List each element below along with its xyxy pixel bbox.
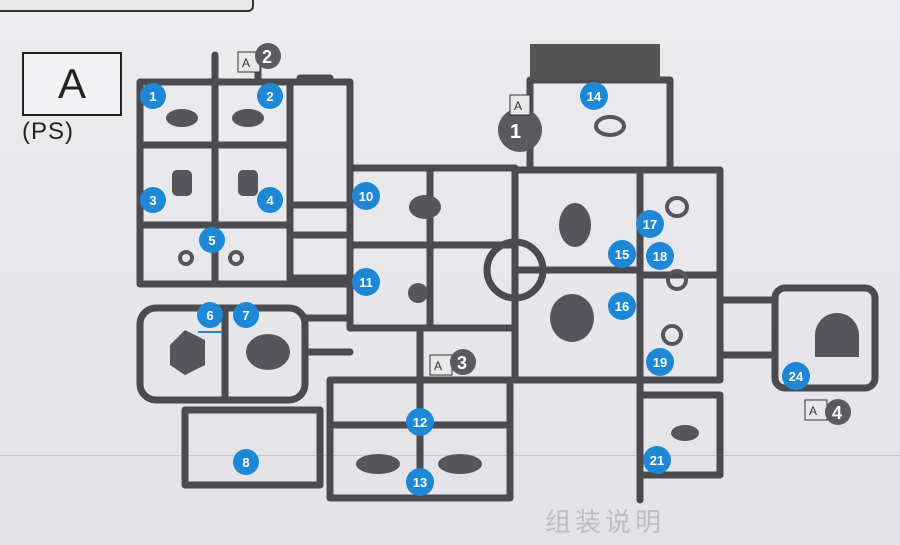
svg-text:7: 7 (242, 308, 249, 323)
part-shape-5a (178, 250, 194, 266)
part-shape-17 (665, 196, 689, 218)
part-shape-6 (170, 330, 205, 375)
callout-7: 7 (233, 302, 259, 328)
svg-text:10: 10 (359, 189, 373, 204)
svg-text:4: 4 (266, 193, 274, 208)
svg-text:16: 16 (615, 299, 629, 314)
part-shape-5b (228, 250, 244, 266)
svg-text:2: 2 (266, 89, 273, 104)
svg-text:21: 21 (650, 453, 664, 468)
callout-8: 8 (233, 449, 259, 475)
frame-part-8 (181, 406, 324, 489)
part-shape-21 (671, 425, 699, 441)
ring-parts (178, 115, 689, 346)
runner-header-block (530, 44, 660, 80)
part-shape-13a (356, 454, 400, 474)
svg-text:17: 17 (643, 217, 657, 232)
callout-6: 6 (197, 302, 223, 333)
svg-text:A: A (242, 56, 250, 70)
svg-text:8: 8 (242, 455, 249, 470)
callout-1: 1 (140, 83, 166, 109)
part-callouts: 1 2 3 4 5 6 7 8 10 11 12 13 14 15 16 17 … (140, 82, 810, 496)
part-shape-7 (246, 334, 290, 370)
svg-text:19: 19 (653, 355, 667, 370)
svg-text:A: A (514, 99, 522, 113)
svg-text:A: A (809, 404, 817, 418)
callout-3: 3 (140, 187, 166, 213)
svg-text:12: 12 (413, 415, 427, 430)
part-shape-14 (594, 115, 626, 137)
svg-text:1: 1 (510, 121, 521, 143)
part-shape-18 (666, 269, 688, 291)
part-shape-13b (438, 454, 482, 474)
gate-tag-a2: A 2 (237, 43, 281, 73)
callout-15: 15 (608, 240, 636, 268)
part-shape-15 (559, 203, 591, 247)
callout-4: 4 (257, 187, 283, 213)
callout-21: 21 (643, 446, 671, 474)
callout-12: 12 (406, 408, 434, 436)
svg-text:6: 6 (206, 308, 213, 323)
part-shape-10 (409, 195, 441, 219)
svg-text:A: A (434, 359, 442, 373)
runner-material: (PS) (22, 118, 74, 145)
svg-text:14: 14 (587, 89, 602, 104)
center-hub (483, 238, 547, 302)
svg-text:2: 2 (262, 47, 272, 67)
svg-text:1: 1 (149, 89, 156, 104)
gate-tag-a3: A 3 (429, 349, 476, 376)
part-shape-11 (408, 283, 428, 303)
part-shape-1 (166, 109, 198, 127)
header-tab-outline (0, 0, 254, 12)
gate-tag-a1: 1 A (498, 94, 542, 152)
callout-14: 14 (580, 82, 608, 110)
callout-24: 24 (782, 362, 810, 390)
faded-footer-text: 组装说明 (545, 507, 666, 537)
svg-text:15: 15 (615, 247, 629, 262)
callout-13: 13 (406, 468, 434, 496)
svg-text:5: 5 (208, 233, 215, 248)
callout-16: 16 (608, 292, 636, 320)
part-shape-4 (238, 170, 258, 196)
part-shape-2 (232, 109, 264, 127)
part-shape-16 (550, 294, 594, 342)
callout-17: 17 (636, 210, 664, 238)
gate-tag-a4: A 4 (804, 399, 851, 425)
svg-text:11: 11 (359, 275, 373, 290)
callout-2: 2 (257, 83, 283, 109)
callout-18: 18 (646, 242, 674, 270)
frame-part-24 (771, 284, 879, 392)
svg-text:18: 18 (653, 249, 667, 264)
part-shapes (166, 109, 859, 474)
callout-11: 11 (352, 268, 380, 296)
svg-text:24: 24 (789, 369, 804, 384)
svg-text:3: 3 (149, 193, 156, 208)
part-shape-19 (661, 324, 683, 346)
callout-19: 19 (646, 348, 674, 376)
runner-letter: A (57, 60, 86, 107)
svg-text:13: 13 (413, 475, 427, 490)
callout-10: 10 (352, 182, 380, 210)
svg-text:3: 3 (457, 353, 467, 373)
runner-label-box: A (22, 52, 122, 116)
part-shape-24 (815, 313, 859, 357)
svg-text:4: 4 (832, 403, 842, 423)
callout-5: 5 (199, 227, 225, 253)
part-shape-3 (172, 170, 192, 196)
